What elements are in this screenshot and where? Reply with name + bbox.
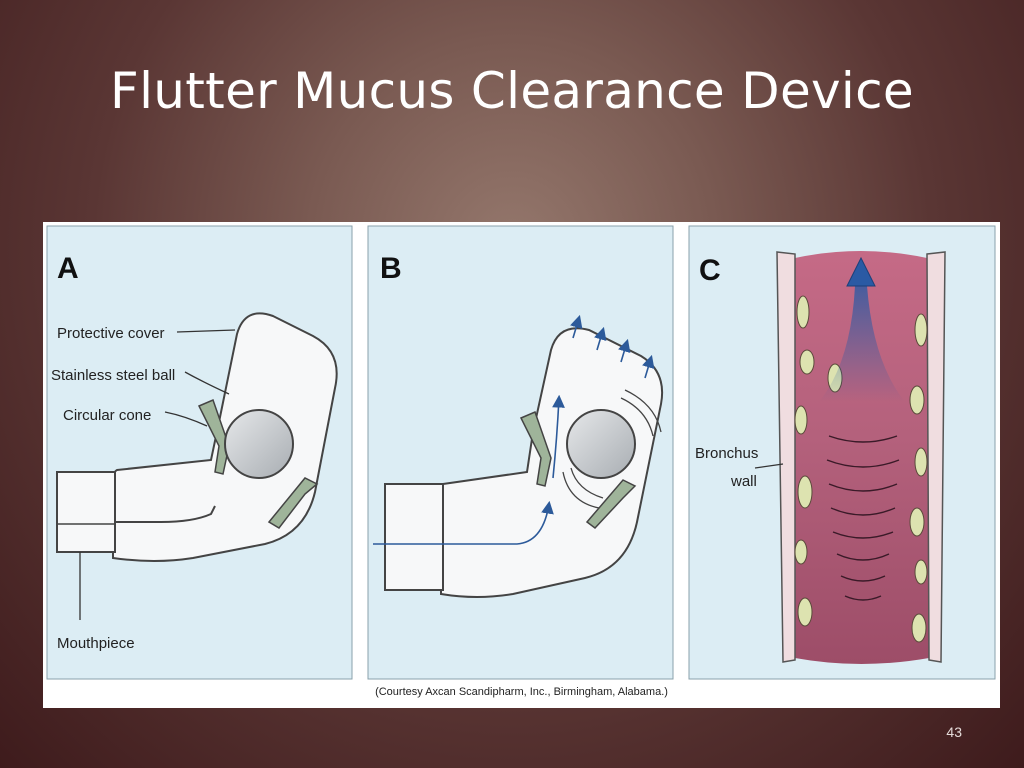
bronchus-wall-right [926, 251, 946, 663]
panel-letter-a: A [57, 252, 79, 285]
label-stainless-steel-ball: Stainless steel ball [51, 367, 175, 384]
mouthpiece-a [56, 471, 116, 553]
circular-cone-b [519, 410, 552, 487]
bronchus-wall-left [776, 251, 796, 663]
label-protective-cover: Protective cover [57, 325, 165, 342]
figure-illustration: A Protective cover Stainless steel ball … [46, 225, 996, 680]
page-number: 43 [946, 724, 962, 740]
bronchus-lumen [795, 251, 929, 664]
steel-ball-b [566, 409, 636, 479]
label-circular-cone: Circular cone [63, 407, 151, 424]
slide-title: Flutter Mucus Clearance Device [110, 62, 914, 120]
mouthpiece-b [384, 483, 444, 591]
panel-b: B [367, 225, 674, 680]
label-bronchus: Bronchus [695, 445, 758, 462]
figure-caption: (Courtesy Axcan Scandipharm, Inc., Birmi… [375, 686, 668, 698]
circular-cone-a [197, 398, 230, 475]
panel-letter-b: B [380, 252, 402, 285]
label-mouthpiece: Mouthpiece [57, 635, 135, 652]
panel-a: A Protective cover Stainless steel ball … [46, 225, 353, 680]
panel-letter-c: C [699, 254, 721, 287]
label-wall: wall [730, 473, 757, 490]
airflow-arrow-c [819, 258, 905, 402]
panel-c: C Bronchus wall [688, 225, 996, 680]
flutter-device-figure: A Protective cover Stainless steel ball … [43, 222, 1000, 708]
steel-ball-a [224, 409, 294, 479]
